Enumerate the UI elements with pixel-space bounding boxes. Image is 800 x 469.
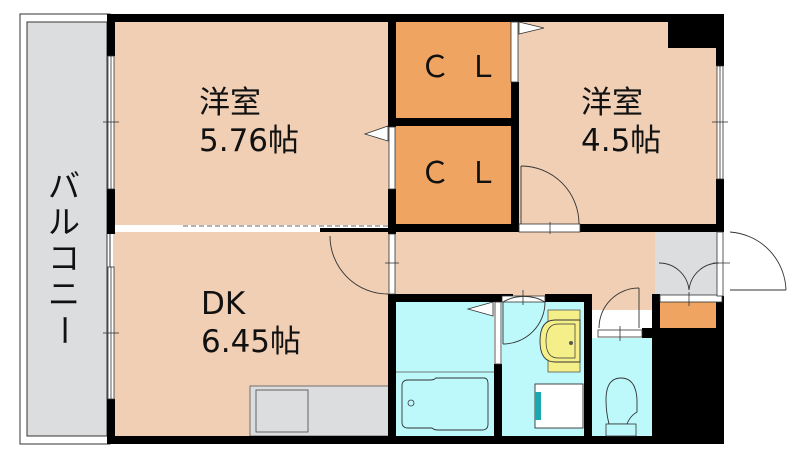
dk-size: 6.45帖 [201,324,302,360]
walls [107,14,724,444]
balcony-char: ニ [47,275,80,313]
washing-machine-space [534,383,584,429]
bathtub [401,377,489,431]
balcony-lower [19,13,111,445]
closet-2-floor [395,126,513,225]
balcony-char: コ [47,239,80,277]
toilet [605,377,638,437]
closet-1-label: ＣＬ [420,50,516,85]
western-room-2-size: 4.5帖 [581,123,662,159]
hallway-floor-2 [590,290,655,310]
western-room-2-name: 洋室 [581,85,643,121]
door-swings [329,165,787,345]
dk-door-swing [329,235,389,295]
shoe-cabinet [660,302,722,328]
closet-door-markers [363,21,545,317]
closet-1-floor [395,20,513,120]
dk-name: DK [201,286,246,322]
western-room-1-floor [113,20,389,225]
balcony-char: ル [47,203,80,241]
hallway-floor [395,232,657,297]
closet-2-label: ＣＬ [420,156,516,191]
room2-door-swing [520,165,580,225]
western-room-2-floor [517,20,723,225]
balcony-char: ー [45,313,83,346]
kitchen-counter [249,385,390,437]
western-room-1-name: 洋室 [199,85,261,121]
washbasin [539,309,581,373]
western-room-1-size: 5.76帖 [199,123,300,159]
entrance-floor [655,232,723,297]
balcony-char: バ [47,167,80,205]
balcony-label: バ ル コ ニ ー [44,168,84,348]
